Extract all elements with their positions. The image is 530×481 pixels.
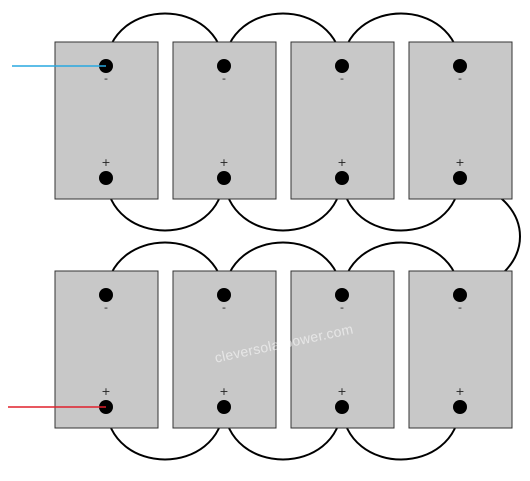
top-row-battery-1-positive-sign: + xyxy=(101,156,110,169)
bottom-row-battery-3-negative-terminal xyxy=(335,288,349,302)
bottom-row-positive-jumper-3 xyxy=(341,406,461,461)
top-row-battery-4-positive-terminal xyxy=(453,171,467,185)
top-row-battery-3-negative-sign: - xyxy=(340,72,344,85)
bottom-row-positive-jumper-2 xyxy=(223,406,343,461)
bottom-row-battery-4-positive-sign: + xyxy=(455,385,464,398)
bottom-row-battery-4-negative-terminal xyxy=(453,288,467,302)
top-row-positive-jumper-2 xyxy=(223,177,343,232)
top-row-battery-4-positive-sign: + xyxy=(455,156,464,169)
bottom-row-battery-2-negative-terminal xyxy=(217,288,231,302)
bottom-row-battery-1-negative-sign: - xyxy=(104,301,108,314)
top-row-battery-4-negative-terminal xyxy=(453,59,467,73)
top-row-positive-jumper-1 xyxy=(105,177,225,232)
top-row-battery-4-negative-sign: - xyxy=(458,72,462,85)
bottom-row-battery-2-positive-terminal xyxy=(217,400,231,414)
bottom-row-battery-1-positive-sign: + xyxy=(101,385,110,398)
bottom-row-positive-jumper-1 xyxy=(105,406,225,461)
bottom-row-battery-4-negative-sign: - xyxy=(458,301,462,314)
top-row-battery-3-positive-terminal xyxy=(335,171,349,185)
top-row-battery-1-positive-terminal xyxy=(99,171,113,185)
bottom-row-battery-2-positive-sign: + xyxy=(219,385,228,398)
top-row-battery-2-negative-terminal xyxy=(217,59,231,73)
top-row-battery-2-positive-terminal xyxy=(217,171,231,185)
bottom-row-battery-3-positive-terminal xyxy=(335,400,349,414)
top-row-battery-3-positive-sign: + xyxy=(337,156,346,169)
bottom-row-battery-1-negative-terminal xyxy=(99,288,113,302)
battery-layer xyxy=(54,41,513,429)
top-row-battery-2-positive-sign: + xyxy=(219,156,228,169)
top-row-battery-2-negative-sign: - xyxy=(222,72,226,85)
top-row-positive-jumper-3 xyxy=(341,177,461,232)
top-row-battery-1-negative-sign: - xyxy=(104,72,108,85)
top-row-battery-3-negative-terminal xyxy=(335,59,349,73)
bottom-row-battery-4-positive-terminal xyxy=(453,400,467,414)
bottom-row-battery-2-negative-sign: - xyxy=(222,301,226,314)
terminal-layer: - + - + - + - + - + - + - + - + xyxy=(99,59,467,414)
lead-layer xyxy=(8,65,106,408)
bottom-row-battery-3-positive-sign: + xyxy=(337,385,346,398)
bottom-row-battery-3-negative-sign: - xyxy=(340,301,344,314)
